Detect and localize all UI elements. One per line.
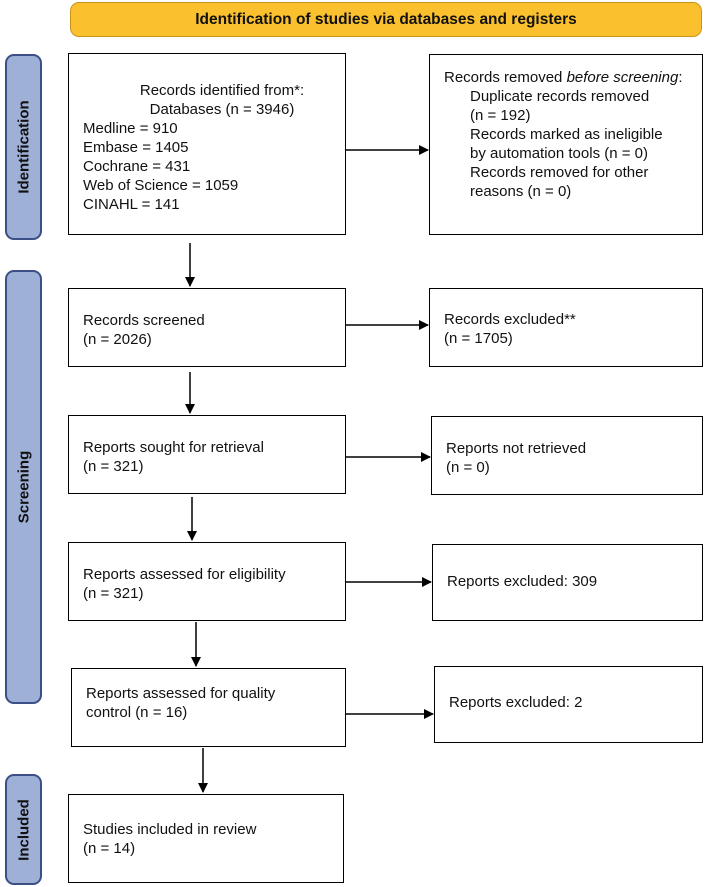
stage-screening: Screening xyxy=(5,270,42,704)
records-screened-box: Records screened (n = 2026) xyxy=(68,288,346,367)
reports-excluded-quality-box: Reports excluded: 2 xyxy=(434,666,703,743)
removed-suffix: : xyxy=(678,69,683,86)
excl-elig-label: Reports excluded: 309 xyxy=(447,573,598,590)
studies-included-box: Studies included in review (n = 14) xyxy=(68,794,344,883)
identified-line1: Records identified from*: xyxy=(139,82,305,99)
section-header: Identification of studies via databases … xyxy=(70,2,702,37)
eligibility-n: (n = 321) xyxy=(83,585,144,602)
removed-other2: reasons (n = 0) xyxy=(470,183,572,200)
removed-other1: Records removed for other xyxy=(470,164,649,181)
sought-n: (n = 321) xyxy=(83,458,144,475)
identified-medline: Medline = 910 xyxy=(83,120,178,137)
identified-cochrane: Cochrane = 431 xyxy=(83,158,191,175)
removed-dup2: (n = 192) xyxy=(470,107,531,124)
reports-excluded-eligibility-box: Reports excluded: 309 xyxy=(432,544,703,621)
removed-dup1: Duplicate records removed xyxy=(470,88,650,105)
identified-cinahl: CINAHL = 141 xyxy=(83,196,180,213)
included-n: (n = 14) xyxy=(83,840,136,857)
quality-n: control (n = 16) xyxy=(86,704,188,721)
records-removed-box: Records removed before screening: Duplic… xyxy=(429,54,703,235)
identified-embase: Embase = 1405 xyxy=(83,139,189,156)
included-label: Studies included in review xyxy=(83,821,257,838)
screened-label: Records screened xyxy=(83,312,205,329)
excluded-n: (n = 1705) xyxy=(444,330,513,347)
excluded-label: Records excluded** xyxy=(444,311,576,328)
records-excluded-box: Records excluded** (n = 1705) xyxy=(429,288,703,367)
not-retrieved-label: Reports not retrieved xyxy=(446,440,587,457)
reports-not-retrieved-box: Reports not retrieved (n = 0) xyxy=(431,416,703,495)
removed-auto2: by automation tools (n = 0) xyxy=(470,145,649,162)
reports-sought-box: Reports sought for retrieval (n = 321) xyxy=(68,415,346,494)
stage-identification: Identification xyxy=(5,54,42,240)
screened-n: (n = 2026) xyxy=(83,331,152,348)
reports-eligibility-box: Reports assessed for eligibility (n = 32… xyxy=(68,542,346,621)
identified-wos: Web of Science = 1059 xyxy=(83,177,239,194)
not-retrieved-n: (n = 0) xyxy=(446,459,490,476)
stage-included: Included xyxy=(5,774,42,885)
removed-italic: before screening xyxy=(566,69,679,86)
removed-prefix: Records removed xyxy=(444,69,567,86)
quality-label: Reports assessed for quality xyxy=(86,685,276,702)
removed-auto1: Records marked as ineligible xyxy=(470,126,663,143)
identified-line2: Databases (n = 3946) xyxy=(149,101,295,118)
sought-label: Reports sought for retrieval xyxy=(83,439,264,456)
eligibility-label: Reports assessed for eligibility xyxy=(83,566,286,583)
reports-quality-box: Reports assessed for quality control (n … xyxy=(71,668,346,747)
excl-quality-label: Reports excluded: 2 xyxy=(449,694,583,711)
records-identified-box: Records identified from*: Databases (n =… xyxy=(68,53,346,235)
removed-heading: Records removed before screening: xyxy=(444,68,688,87)
